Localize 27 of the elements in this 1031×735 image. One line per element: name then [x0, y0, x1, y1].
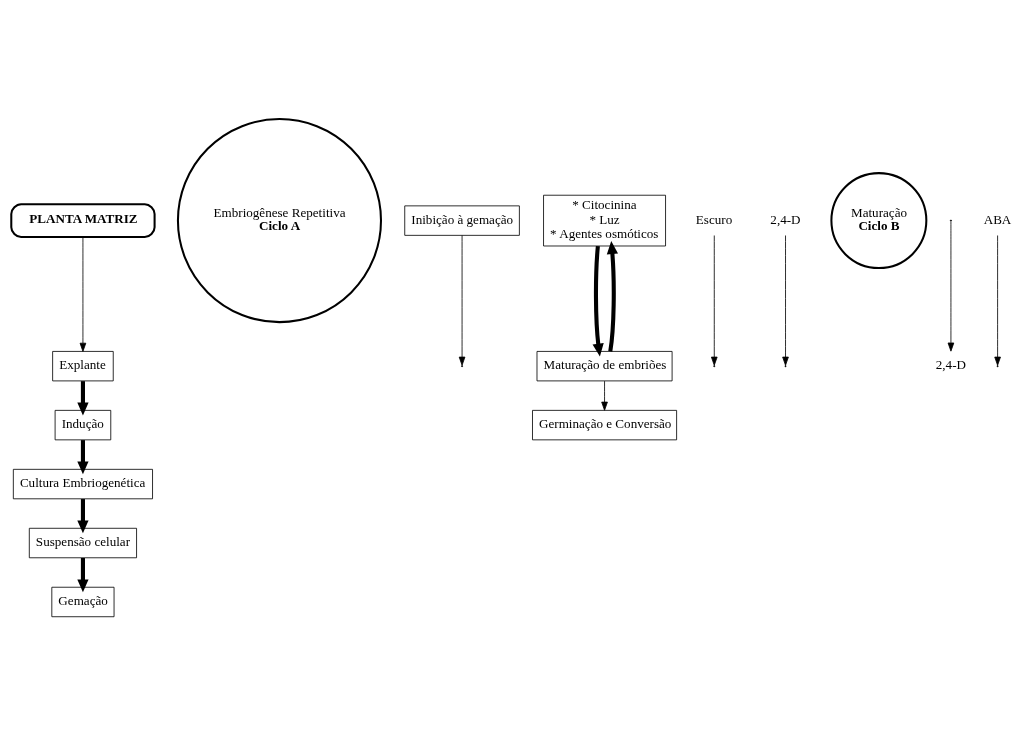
- node-box: Germinação e Conversão: [532, 409, 677, 440]
- arrow: [601, 380, 608, 411]
- arrow: [77, 380, 89, 415]
- node-box: Explante: [52, 350, 114, 381]
- arrow: [79, 236, 87, 352]
- arrow: [77, 439, 89, 474]
- node-box: Suspensão celular: [28, 527, 137, 558]
- arrow: [592, 245, 604, 356]
- node-box: Indução: [54, 409, 112, 440]
- arrow: [77, 557, 89, 592]
- arrow: [994, 234, 1001, 366]
- node-box: Inibição à gemação: [404, 204, 520, 236]
- node-box: Gemação: [51, 586, 115, 617]
- node-circle: Embriogênese Repetitiva Ciclo A: [176, 117, 382, 323]
- arrow: [782, 234, 789, 366]
- node-box: PLANTA MATRIZ: [10, 202, 156, 238]
- node-text: Escuro: [695, 211, 733, 227]
- node-text: 2,4-D: [770, 211, 801, 227]
- node-box: Maturação de embriões: [536, 350, 673, 381]
- node-circle: Maturação Ciclo B: [830, 171, 928, 269]
- arrow: [77, 498, 89, 533]
- arrow: [606, 240, 619, 352]
- node-text: 2,4-D: [935, 356, 966, 372]
- node-box: * Citocinina * Luz * Agentes osmóticos: [543, 194, 666, 246]
- arrow: [947, 220, 955, 352]
- node-text: ABA: [983, 211, 1012, 227]
- node-box: Cultura Embriogenética: [12, 468, 153, 499]
